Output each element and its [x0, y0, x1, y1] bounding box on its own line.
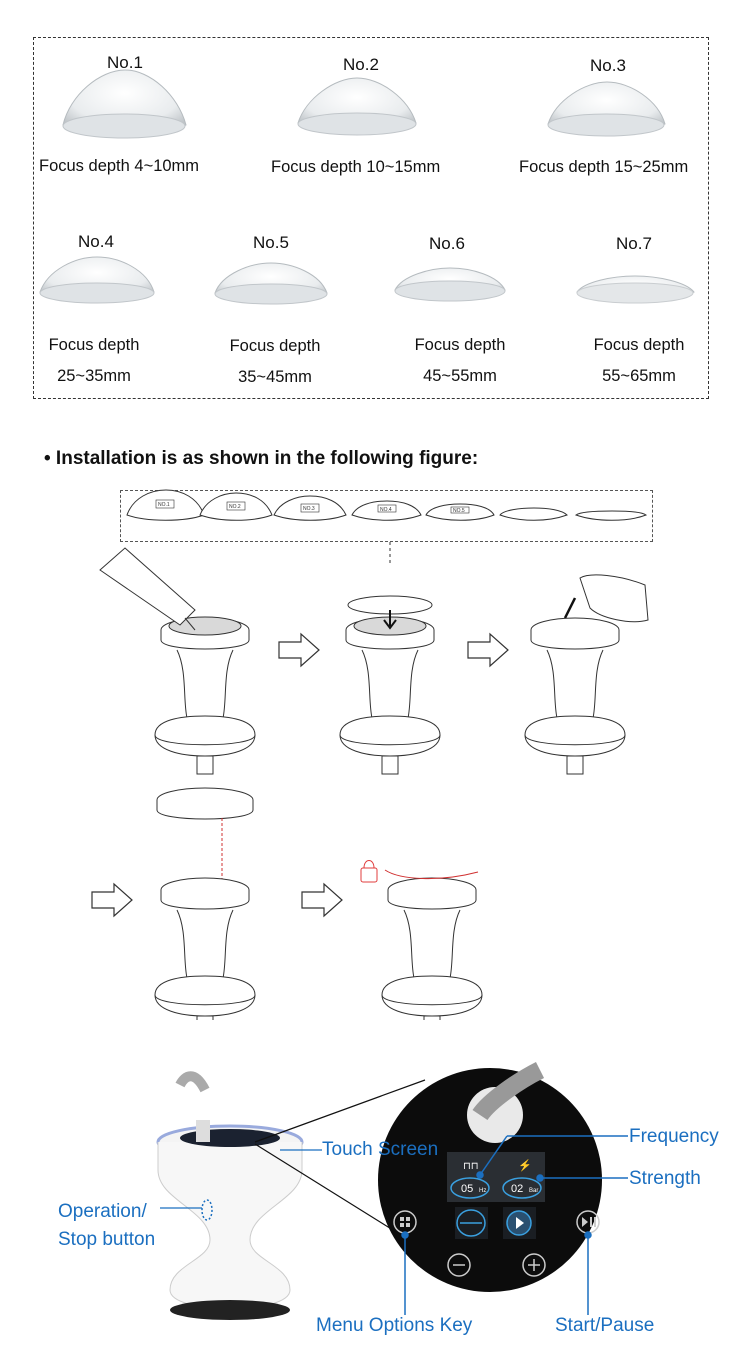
installation-diagram: NO.1 NO.2 NO.3 NO.4 NO.5 [91, 489, 649, 1020]
transducer-heads-panel [33, 37, 709, 399]
head-depth-no5-line2: 35~45mm [238, 368, 312, 386]
strength-icon: ⚡ [518, 1159, 532, 1172]
head-no6-image [394, 267, 506, 302]
frequency-icon: ⊓⊓ [463, 1161, 479, 1172]
head-label-no1: No.1 [107, 53, 143, 72]
mini-label-no5: NO.5 [453, 508, 465, 514]
head-no4-image [39, 256, 155, 304]
head-label-no6: No.6 [429, 234, 465, 253]
head-label-no3: No.3 [590, 56, 626, 75]
head-label-no5: No.5 [253, 233, 289, 252]
menu-options-key-label: Menu Options Key [316, 1315, 473, 1336]
mini-label-no1: NO.1 [158, 502, 170, 508]
head-depth-no6-line1: Focus depth [414, 336, 506, 354]
head-depth-no2: Focus depth 10~15mm [271, 158, 441, 176]
device-diagram: ⊓⊓ ⚡ 05 Hz 02 Bar [156, 1061, 628, 1320]
operation-stop-label-line1: Operation/ [58, 1201, 147, 1222]
head-depth-no6-line2: 45~55mm [423, 367, 497, 385]
head-depth-no5: Focus depth 35~45mm [205, 331, 345, 393]
strength-unit: Bar [529, 1188, 538, 1194]
head-depth-no6: Focus depth 45~55mm [390, 330, 530, 392]
head-depth-no7: Focus depth 55~65mm [569, 330, 709, 392]
touch-screen-closeup: ⊓⊓ ⚡ 05 Hz 02 Bar [378, 1061, 602, 1292]
transducer-head-illustrations [39, 69, 695, 305]
head-depth-no7-line1: Focus depth [593, 336, 685, 354]
mini-label-no4: NO.4 [380, 507, 392, 513]
head-depth-no7-line2: 55~65mm [602, 367, 676, 385]
step5-locked [360, 860, 483, 1020]
head-no3-image [547, 81, 666, 137]
operation-stop-label: Operation/ Stop button [58, 1198, 155, 1254]
head-depth-no4-line2: 25~35mm [57, 367, 131, 385]
frequency-value: 05 [461, 1183, 473, 1195]
head-depth-no5-line1: Focus depth [229, 337, 321, 355]
head-label-no2: No.2 [343, 55, 379, 74]
frequency-label: Frequency [629, 1126, 719, 1147]
frequency-unit: Hz [479, 1188, 486, 1194]
head-label-no7: No.7 [616, 234, 652, 253]
head-depth-no3: Focus depth 15~25mm [519, 158, 689, 176]
touch-screen-label: Touch Screen [322, 1139, 439, 1160]
head-no1-image [62, 69, 187, 139]
head-no5-image [214, 262, 328, 305]
strength-value: 02 [511, 1183, 523, 1195]
head-no2-image [297, 77, 417, 136]
start-pause-label: Start/Pause [555, 1315, 655, 1336]
mini-label-no2: NO.2 [229, 504, 241, 510]
head-depth-no4: Focus depth 25~35mm [24, 330, 164, 392]
mini-label-no3: NO.3 [303, 506, 315, 512]
installation-heading: • Installation is as shown in the follow… [44, 448, 479, 469]
head-depth-no1: Focus depth 4~10mm [39, 157, 200, 175]
head-label-no4: No.4 [78, 232, 114, 251]
strength-label: Strength [629, 1168, 701, 1189]
step1-gel-application [99, 547, 256, 775]
head-depth-no4-line1: Focus depth [48, 336, 140, 354]
step2-attach-head [339, 595, 441, 775]
step3-press-head [524, 574, 649, 775]
step4-ring [154, 787, 256, 1020]
device-body [156, 1071, 304, 1320]
head-no7-image [576, 275, 695, 304]
head-selection-strip [120, 490, 653, 542]
operation-stop-label-line2: Stop button [58, 1229, 156, 1250]
